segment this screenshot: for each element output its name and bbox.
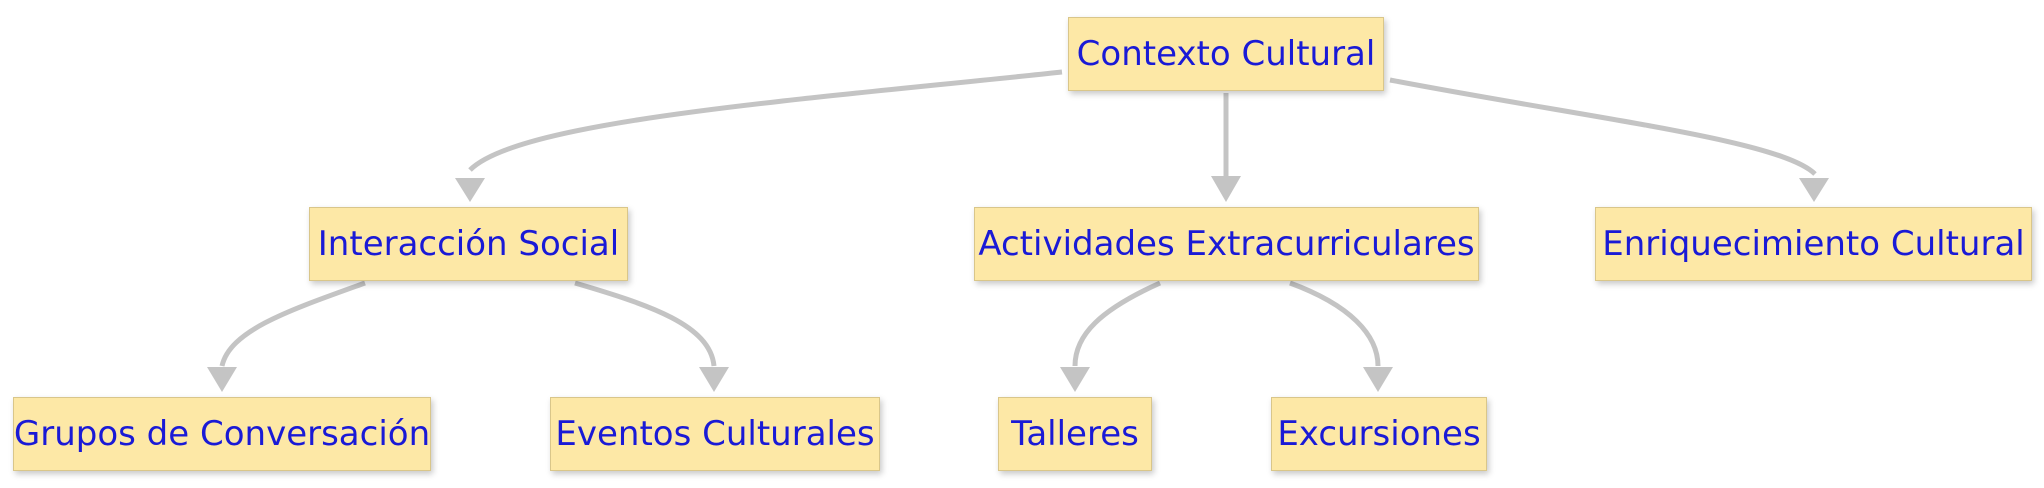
node-contexto-cultural: Contexto Cultural [1068,17,1384,91]
node-excursiones: Excursiones [1271,397,1487,471]
node-label: Actividades Extracurriculares [978,224,1475,264]
node-label: Interacción Social [317,224,620,264]
node-eventos-culturales: Eventos Culturales [550,397,880,471]
edge-contexto-to-actividades [1211,93,1241,202]
node-label: Eventos Culturales [555,414,875,454]
node-actividades-extracurriculares: Actividades Extracurriculares [974,207,1479,281]
edge-contexto-to-interaccion [455,69,1063,202]
edge-interaccion-to-eventos [574,280,729,392]
node-enriquecimiento-cultural: Enriquecimiento Cultural [1595,207,2032,281]
edge-contexto-to-enriquecimiento [1389,77,1829,202]
node-label: Talleres [1011,414,1139,454]
node-talleres: Talleres [998,397,1152,471]
edge-actividades-to-excursiones [1289,280,1393,392]
node-grupos-de-conversacion: Grupos de Conversación [13,397,431,471]
node-label: Contexto Cultural [1076,34,1376,74]
node-label: Excursiones [1277,414,1481,454]
node-label: Enriquecimiento Cultural [1602,224,2025,264]
edge-interaccion-to-grupos [207,280,366,392]
node-label: Grupos de Conversación [13,414,431,454]
edge-actividades-to-talleres [1060,280,1162,392]
node-interaccion-social: Interacción Social [309,207,628,281]
